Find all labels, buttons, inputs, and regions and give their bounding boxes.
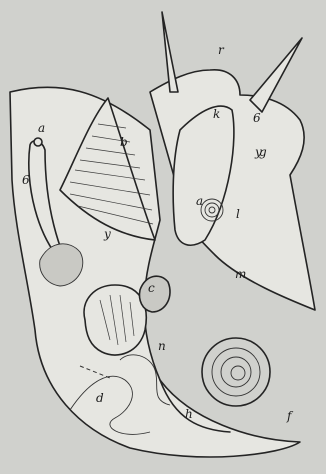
label-f: f: [287, 410, 291, 422]
tentacle-left: [162, 12, 178, 92]
label-y-right: y: [255, 146, 262, 158]
gland-organ: [84, 285, 146, 355]
label-a-top: a: [38, 122, 45, 134]
label-n: n: [158, 340, 166, 352]
label-r: r: [218, 44, 224, 56]
label-a-mid: a: [196, 195, 203, 207]
label-y-left: y: [104, 228, 111, 240]
arm-sucker: [34, 138, 42, 146]
label-k: k: [213, 108, 220, 120]
label-l: l: [236, 208, 240, 220]
label-b-fin: b: [120, 136, 128, 148]
label-h: h: [185, 408, 193, 420]
label-e-right: 6: [253, 112, 261, 124]
label-c: c: [148, 282, 155, 294]
label-m: m: [235, 268, 246, 280]
label-b-left: 6: [22, 174, 30, 186]
coiled-spiral: [202, 338, 270, 406]
label-d: d: [96, 392, 104, 404]
